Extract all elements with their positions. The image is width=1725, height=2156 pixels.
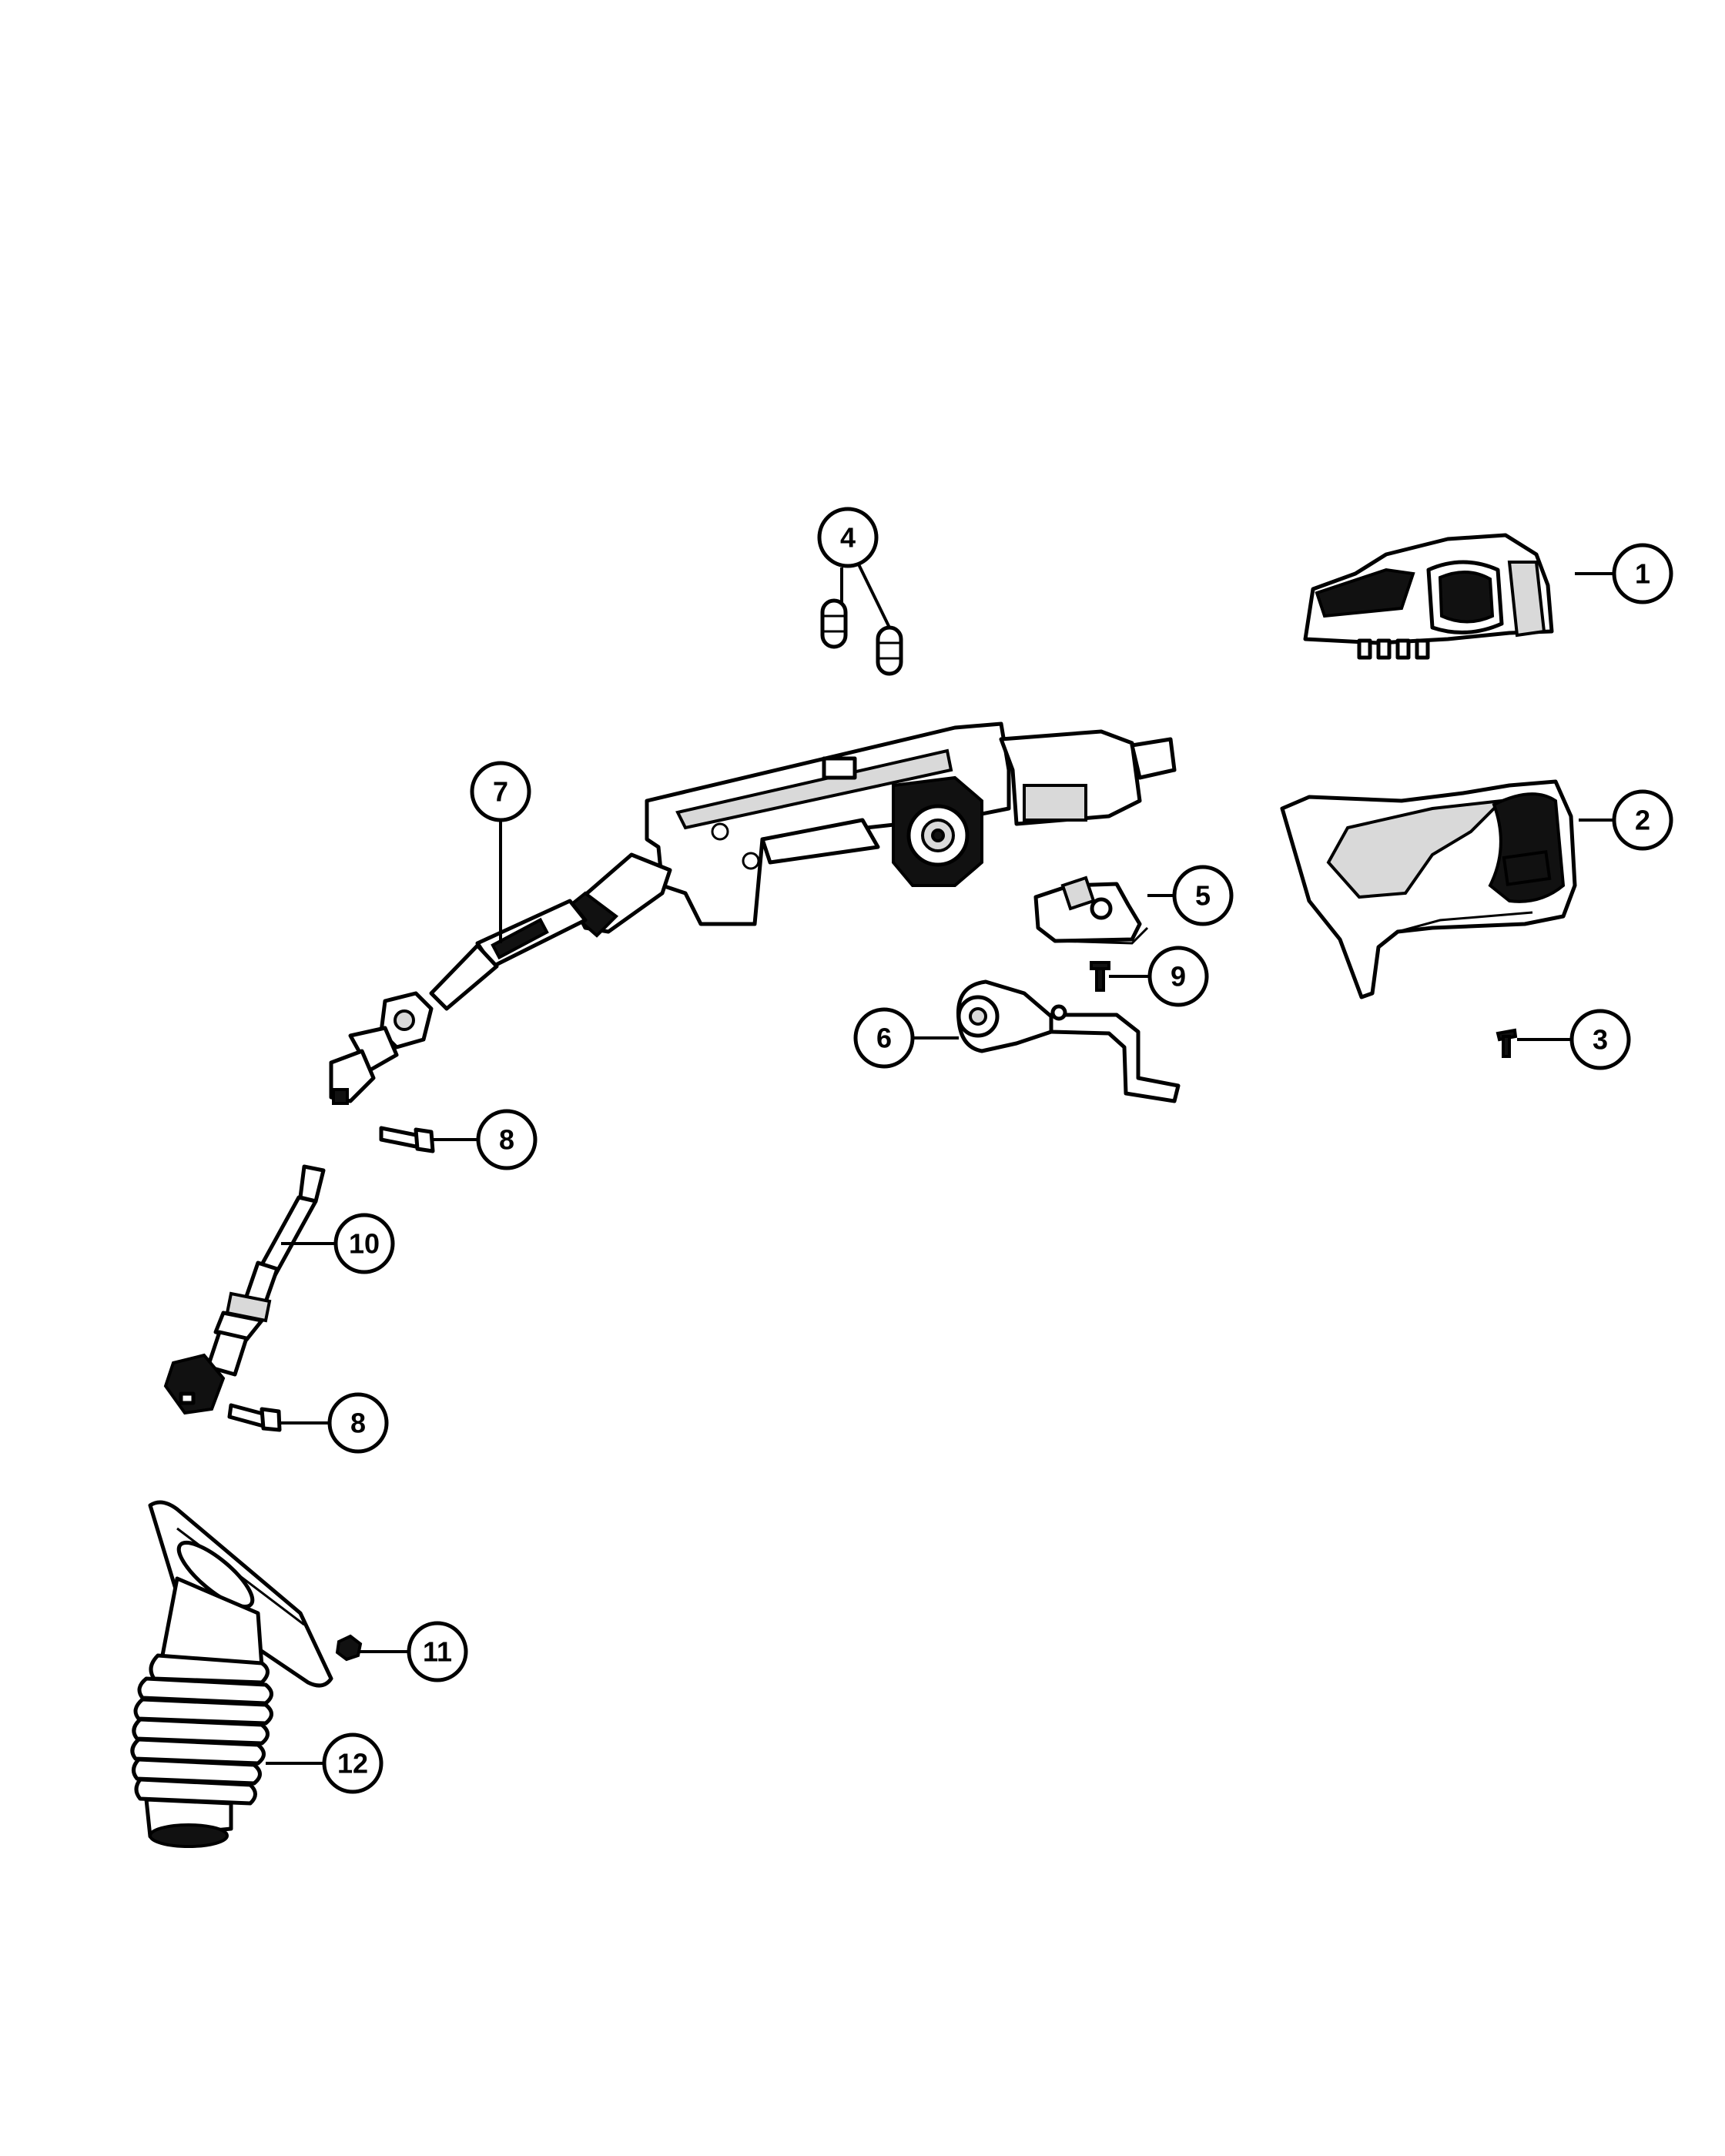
part-nut-11 <box>335 1634 363 1662</box>
callout-12-label: 12 <box>337 1748 368 1779</box>
callout-7: 7 <box>470 761 531 822</box>
callout-11: 11 <box>407 1621 468 1682</box>
part-screw-3 <box>1496 1028 1518 1058</box>
callout-1-label: 1 <box>1635 558 1650 590</box>
callout-3: 3 <box>1569 1009 1631 1070</box>
part-lever-6 <box>956 979 1181 1103</box>
callout-4-label: 4 <box>840 522 856 554</box>
part-springs-4 <box>820 598 903 676</box>
callout-8b: 8 <box>327 1392 389 1454</box>
leader-4b <box>857 564 891 628</box>
callout-5-label: 5 <box>1195 880 1211 912</box>
leader-lines <box>266 564 1613 1765</box>
callout-8b-label: 8 <box>350 1408 366 1439</box>
callout-8a: 8 <box>476 1109 538 1170</box>
callout-2-label: 2 <box>1635 805 1650 836</box>
part-bolt-8b <box>227 1403 282 1432</box>
callout-1: 1 <box>1612 543 1673 604</box>
callout-11-label: 11 <box>423 1636 452 1668</box>
callout-8a-label: 8 <box>499 1124 514 1156</box>
callout-6-label: 6 <box>876 1023 892 1054</box>
callout-12: 12 <box>322 1732 384 1794</box>
part-switch-module-5 <box>1033 875 1149 945</box>
callout-9: 9 <box>1147 946 1209 1007</box>
callout-10: 10 <box>333 1213 395 1274</box>
callout-2: 2 <box>1612 789 1673 851</box>
part-bolt-8a <box>379 1126 435 1153</box>
callout-7-label: 7 <box>493 776 508 808</box>
part-lower-shaft-10 <box>163 1164 326 1415</box>
callout-10-label: 10 <box>349 1228 380 1260</box>
callout-3-label: 3 <box>1593 1024 1608 1056</box>
callout-5: 5 <box>1172 865 1234 926</box>
part-boot-12 <box>130 1500 333 1848</box>
part-upper-shroud <box>1303 533 1554 660</box>
callout-6: 6 <box>853 1007 915 1069</box>
part-screw-9 <box>1090 961 1110 992</box>
callout-9-label: 9 <box>1171 961 1186 993</box>
part-lower-shroud <box>1280 779 1577 999</box>
part-steering-column-7 <box>329 721 1177 1105</box>
callout-4: 4 <box>817 507 879 568</box>
